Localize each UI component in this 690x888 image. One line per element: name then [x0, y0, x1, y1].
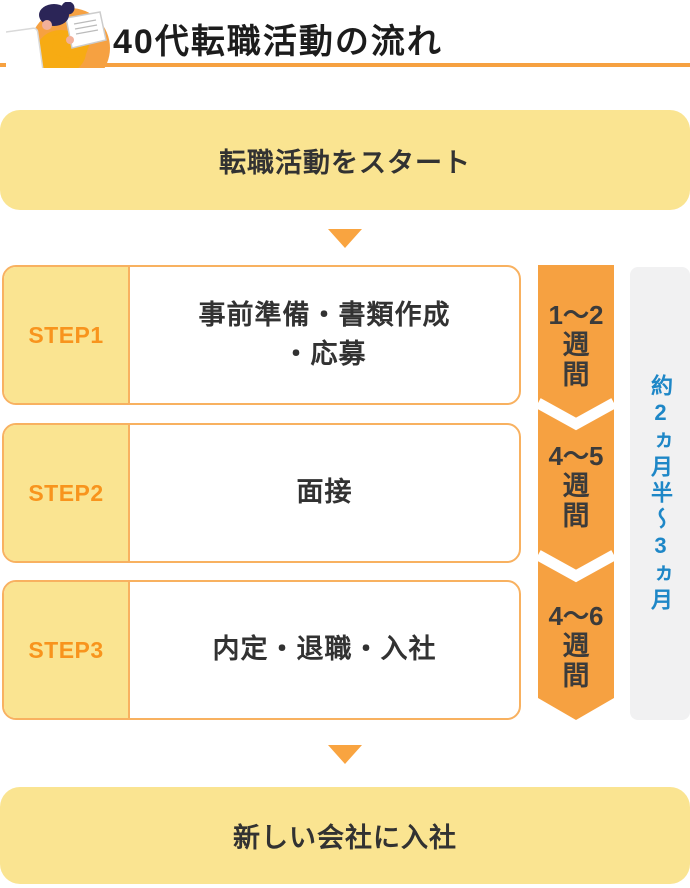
step-1-title-line-2: ・応募 [282, 339, 367, 369]
step-1-title-line-1: 事前準備・書類作成 [198, 299, 451, 330]
duration-1-unit: 週間 [562, 330, 590, 391]
page-title: 40代転職活動の流れ [113, 22, 443, 61]
header-underline [0, 63, 690, 67]
step-2-label: STEP2 [4, 425, 130, 561]
chevron-divider-icon [538, 549, 614, 585]
step-1-title: 事前準備・書類作成 ・応募 [130, 267, 519, 403]
duration-2-value: 4～5 [548, 441, 604, 472]
duration-3-unit: 週間 [562, 631, 590, 692]
duration-2-unit: 週間 [562, 471, 590, 532]
step-2-title: 面接 [130, 425, 519, 561]
duration-band: 1～2 週間 4～5 週間 4～6 週間 [538, 265, 614, 720]
total-duration-text: 約2ヵ月半～3ヵ月 [648, 373, 673, 614]
start-box: 転職活動をスタート [0, 110, 690, 210]
duration-1-value: 1～2 [548, 300, 604, 331]
down-arrow-icon [328, 745, 362, 764]
duration-step-3: 4～6 週間 [538, 577, 614, 709]
end-box: 新しい会社に入社 [0, 787, 690, 884]
chevron-divider-icon [538, 397, 614, 433]
down-arrow-icon [328, 229, 362, 248]
step-3-label: STEP3 [4, 582, 130, 718]
start-box-label: 転職活動をスタート [219, 147, 471, 178]
end-box-label: 新しい会社に入社 [233, 823, 457, 853]
person-at-computer-illustration [6, 2, 110, 68]
step-1-label: STEP1 [4, 267, 130, 403]
step-row-2: STEP2 面接 [2, 423, 521, 563]
total-duration-panel: 約2ヵ月半～3ヵ月 [630, 267, 690, 720]
step-row-1: STEP1 事前準備・書類作成 ・応募 [2, 265, 521, 405]
duration-3-value: 4～6 [548, 601, 604, 632]
duration-step-1: 1～2 週間 [538, 271, 614, 411]
step-3-title: 内定・退職・入社 [130, 582, 519, 718]
duration-step-2: 4～5 週間 [538, 425, 614, 549]
step-3-title-line-1: 内定・退職・入社 [212, 634, 437, 665]
step-2-title-line-1: 面接 [296, 477, 353, 508]
step-row-3: STEP3 内定・退職・入社 [2, 580, 521, 720]
